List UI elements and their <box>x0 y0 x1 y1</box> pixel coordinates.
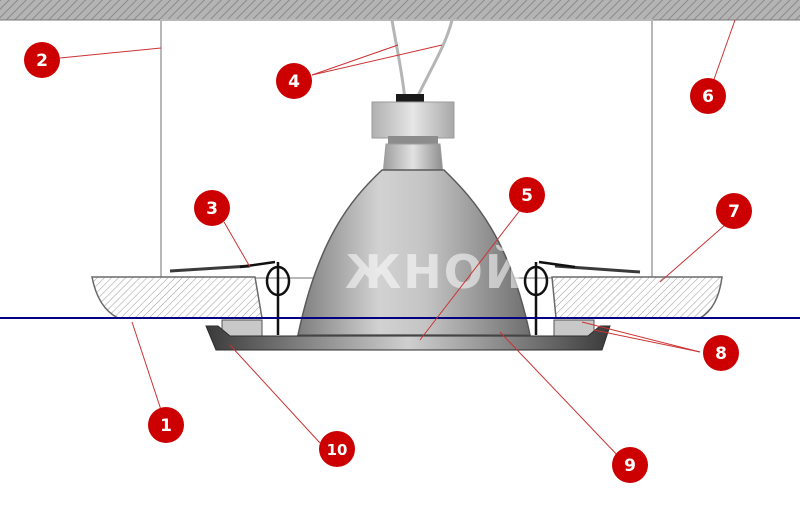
leader-5 <box>419 204 525 341</box>
spring-clip-left <box>239 260 291 335</box>
leader-3 <box>223 221 251 268</box>
callout-label-9: 9 <box>624 456 636 476</box>
leader-6 <box>711 19 736 86</box>
plasterboard-right <box>551 276 723 319</box>
callout-marker-6: 6 <box>690 78 726 114</box>
callout-label-3: 3 <box>206 199 218 219</box>
callout-label-1: 1 <box>160 416 172 436</box>
callout-marker-8: 8 <box>703 335 739 371</box>
callout-marker-9: 9 <box>612 447 648 483</box>
lamp-socket <box>371 101 455 139</box>
decorative-rim <box>205 325 611 351</box>
leader-1 <box>131 321 166 423</box>
lamp-reflector <box>297 169 531 336</box>
callout-label-8: 8 <box>715 344 727 364</box>
retaining-ring-right <box>553 319 595 337</box>
callout-marker-2: 2 <box>24 42 60 78</box>
callout-label-7: 7 <box>728 202 740 222</box>
leader-8a <box>581 321 701 353</box>
leader-lines <box>59 19 736 459</box>
callout-marker-10: 10 <box>319 431 355 467</box>
callout-marker-4: 4 <box>276 63 312 99</box>
supply-wires <box>390 19 454 101</box>
callout-label-5: 5 <box>521 186 533 206</box>
callout-label-4: 4 <box>288 72 300 92</box>
callout-marker-3: 3 <box>194 190 230 226</box>
callout-marker-7: 7 <box>716 193 752 229</box>
lamp-socket-cap <box>396 94 424 104</box>
callout-marker-1: 1 <box>148 407 184 443</box>
callout-marker-5: 5 <box>509 177 545 213</box>
leader-4b <box>311 44 443 76</box>
leader-2 <box>59 47 162 59</box>
watermark-text: ЖНОЙ <box>345 245 525 299</box>
leader-4a <box>311 44 399 76</box>
ceiling-slab <box>0 0 800 20</box>
leader-8b <box>593 329 701 353</box>
leader-7 <box>659 224 726 283</box>
retaining-ring-left <box>221 319 263 337</box>
callout-label-2: 2 <box>36 51 48 71</box>
callout-label-10: 10 <box>327 441 348 459</box>
plasterboard-left <box>91 276 263 319</box>
spring-clip-right <box>523 260 576 335</box>
leader-9 <box>499 331 621 459</box>
callout-label-6: 6 <box>702 87 714 107</box>
leader-10 <box>229 344 321 444</box>
